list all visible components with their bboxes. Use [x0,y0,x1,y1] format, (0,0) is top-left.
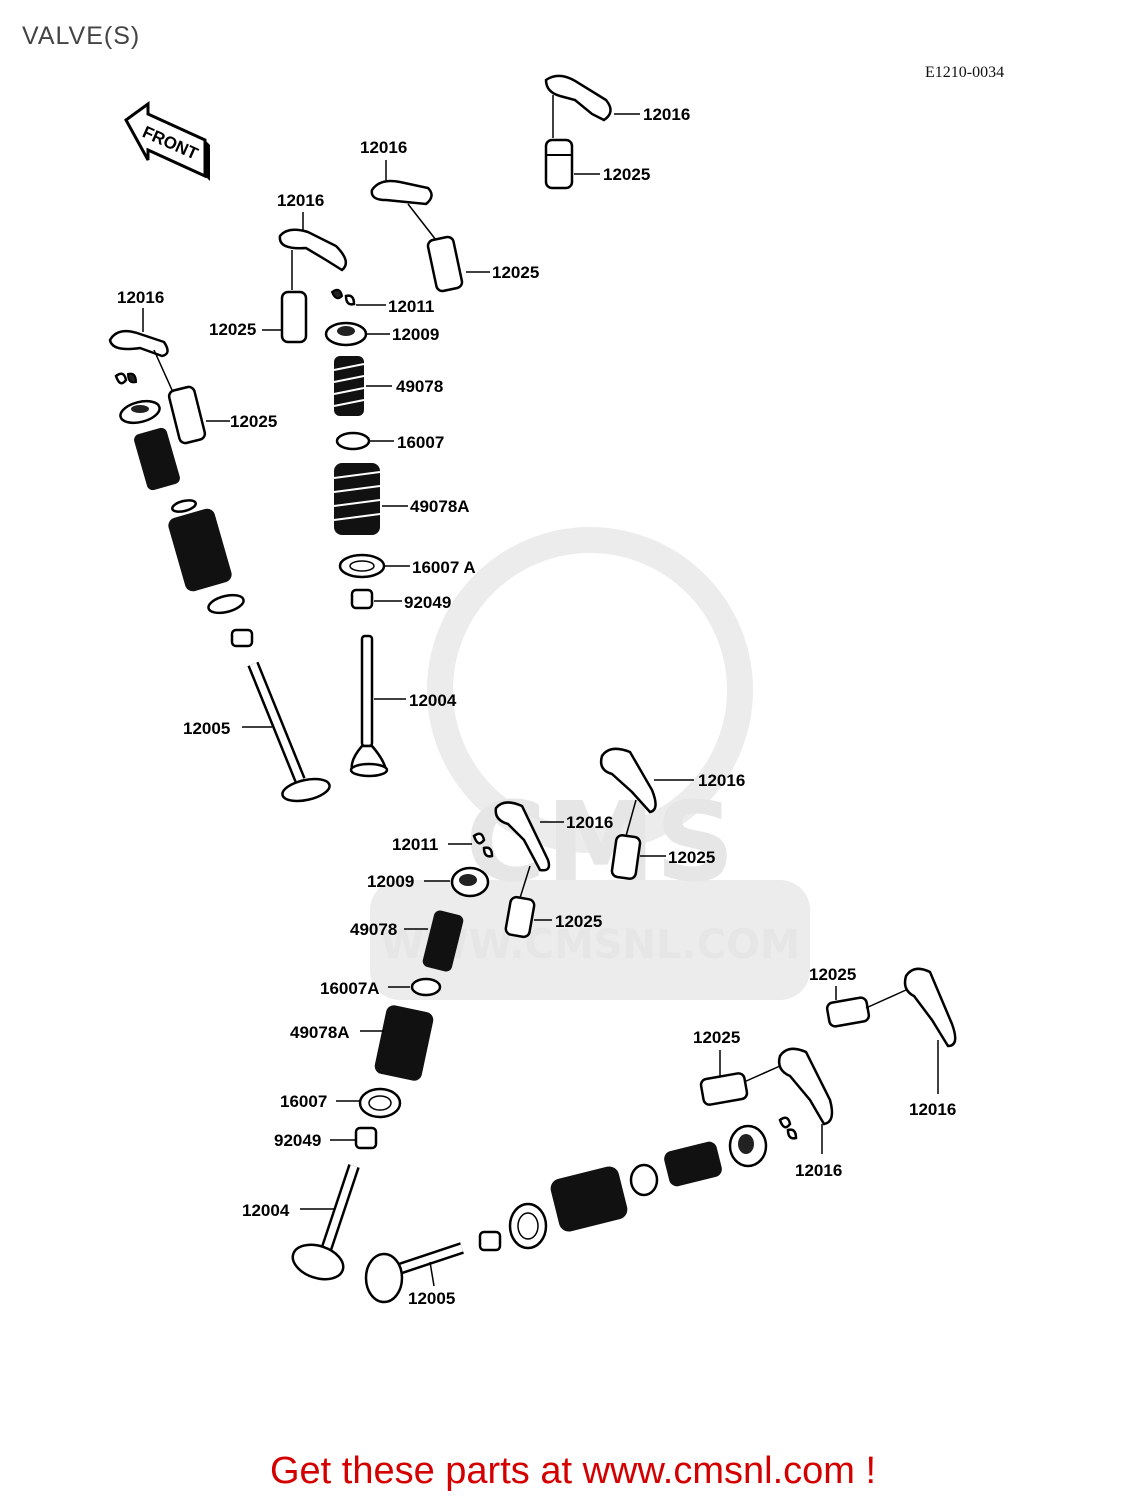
spring-retainer-4 [728,1124,768,1168]
exhaust-valve-2 [364,1242,464,1304]
callout-label: 92049 [274,1131,321,1150]
valve-lifter-5 [610,834,666,880]
diagram-code: E1210-0034 [925,64,1005,81]
callout-label: 12025 [668,848,715,867]
callout-label: 12016 [909,1100,956,1119]
spring-seat-5 [388,977,442,997]
valve-lifter-7 [825,986,907,1028]
outer-valve-spring-1 [333,463,408,535]
inner-valve-spring-3 [404,910,464,972]
keeper-4 [778,1116,798,1140]
callout-label: 16007A [320,979,380,998]
rocker-arm-6 [494,801,564,899]
spring-retainer-2 [119,399,161,425]
callout-labels: 12016 12025 12016 12025 12016 12025 1201… [117,105,956,1308]
watermark-logo: CMS [465,778,734,906]
intake-valve-2 [291,1164,360,1281]
callout-label: 12005 [183,719,230,738]
callout-label: 12005 [408,1289,455,1308]
callout-label: 16007 A [412,558,476,577]
valve-lifter-8 [699,1050,781,1106]
valve-lifter-2 [426,235,490,293]
rocker-arm-2 [370,160,437,241]
valve-stem-seal-4 [478,1230,502,1252]
callout-label: 12025 [230,412,277,431]
callout-label: 12009 [367,872,414,891]
callout-label: 12016 [643,105,690,124]
spring-retainer-1 [324,321,390,347]
callout-label: 12016 [566,813,613,832]
callout-label: 49078A [290,1023,350,1042]
intake-valve-1 [349,634,406,778]
outer-valve-spring-3 [360,1005,434,1081]
callout-label: 12025 [209,320,256,339]
keeper-3 [448,832,494,858]
callout-label: 12009 [392,325,439,344]
rocker-arm-1 [544,74,640,138]
exploded-parts-diagram: CMS WWW.CMSNL.COM FRONT [108,74,957,1308]
callout-label: 12016 [360,138,407,157]
valve-lifter-1 [544,138,600,190]
spring-seat-6 [336,1087,402,1119]
callout-label: 12025 [603,165,650,184]
callout-label: 12025 [809,965,856,984]
rocker-arm-7 [903,967,957,1094]
spring-seat-1 [335,431,394,451]
exhaust-valve-1 [242,661,331,803]
spring-seat-7 [629,1163,659,1197]
callout-label: 12011 [392,835,438,854]
promo-link[interactable]: Get these parts at www.cmsnl.com ! [269,1450,877,1492]
inner-valve-spring-2 [134,427,180,491]
valve-stem-seal-2 [230,628,254,648]
callout-label: 12016 [117,288,164,307]
callout-label: 49078 [350,920,397,939]
callout-label: 16007 [397,433,444,452]
callout-label: 12016 [795,1161,842,1180]
spring-seat-3 [171,499,197,513]
valve-lifter-4 [167,385,230,445]
front-arrow-icon: FRONT [124,101,210,181]
callout-label: 92049 [404,593,451,612]
valve-stem-seal-1 [350,588,402,610]
callout-label: 12025 [693,1028,740,1047]
callout-label: 12025 [555,912,602,931]
valve-stem-seal-3 [330,1126,378,1150]
callout-label: 12016 [277,191,324,210]
keeper-1 [330,288,386,306]
callout-label: 12004 [409,691,457,710]
rocker-arm-4 [108,308,173,391]
callout-label: 16007 [280,1092,327,1111]
keeper-2 [114,372,138,385]
callout-label: 12016 [698,771,745,790]
valve-lifter-6 [504,895,552,939]
callout-label: 12025 [492,263,539,282]
callout-label: 49078 [396,377,443,396]
spring-seat-2 [338,553,410,579]
spring-seat-8 [508,1202,548,1250]
outer-valve-spring-2 [168,508,232,592]
inner-valve-spring-4 [664,1141,722,1187]
valve-lifter-3 [262,290,308,344]
rocker-arm-5 [599,747,694,837]
callout-label: 12011 [388,297,434,316]
rocker-arm-3 [278,212,348,290]
callout-label: 12004 [242,1201,290,1220]
page-title: VALVE(S) [22,22,141,50]
inner-valve-spring-1 [333,356,392,416]
outer-valve-spring-4 [550,1166,628,1232]
spring-retainer-3 [424,866,490,898]
spring-seat-4 [207,593,245,615]
rocker-arm-8 [777,1047,834,1154]
callout-label: 49078A [410,497,470,516]
